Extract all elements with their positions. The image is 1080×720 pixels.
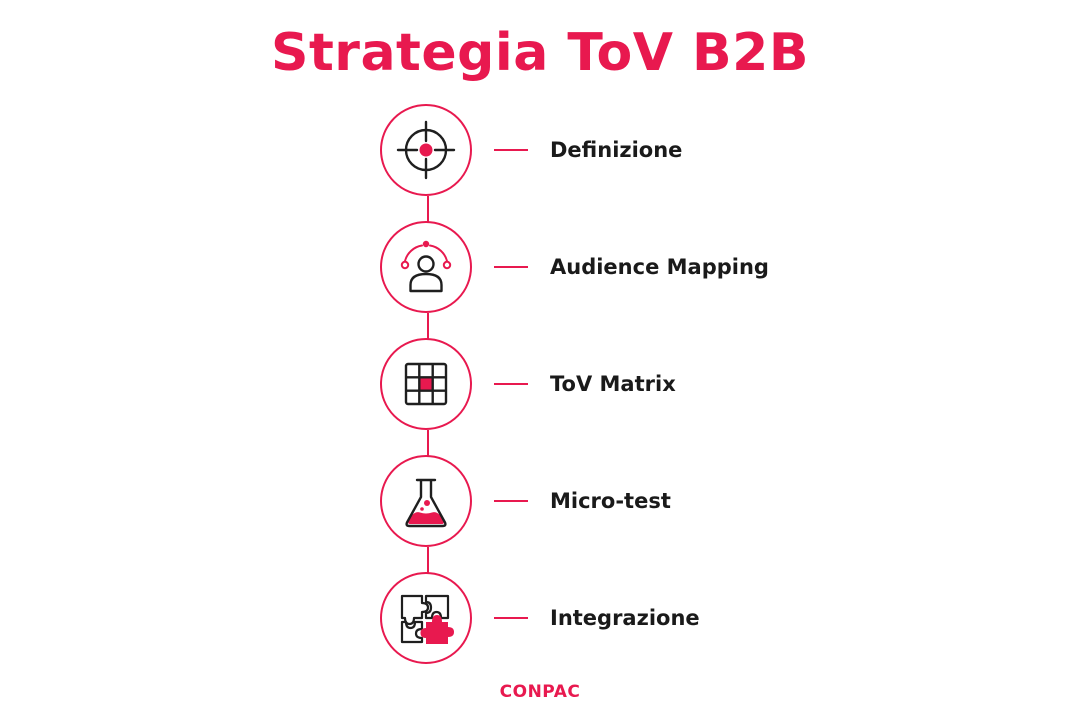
timeline-connector [427, 313, 429, 341]
timeline-connector [427, 196, 429, 224]
step-label: Definizione [550, 138, 683, 162]
step-label: Audience Mapping [550, 255, 769, 279]
timeline-connector [427, 547, 429, 575]
step-label: Integrazione [550, 606, 700, 630]
step-label: ToV Matrix [550, 372, 676, 396]
step-circle [380, 572, 472, 664]
label-dash [494, 500, 528, 502]
step-circle [380, 455, 472, 547]
label-dash [494, 149, 528, 151]
step-circle [380, 338, 472, 430]
user-orbit-icon [400, 240, 452, 293]
puzzle-icon [400, 594, 454, 644]
step-label: Micro-test [550, 489, 671, 513]
label-dash [494, 383, 528, 385]
brand-logo-text: CONPAC [499, 682, 581, 702]
label-dash [494, 617, 528, 619]
flask-icon [405, 478, 447, 528]
step-circle [380, 221, 472, 313]
step-circle [380, 104, 472, 196]
target-icon [396, 120, 456, 180]
page-title: Strategia ToV B2B [271, 23, 809, 83]
grid-matrix-icon [404, 362, 448, 406]
label-dash [494, 266, 528, 268]
timeline-connector [427, 430, 429, 458]
